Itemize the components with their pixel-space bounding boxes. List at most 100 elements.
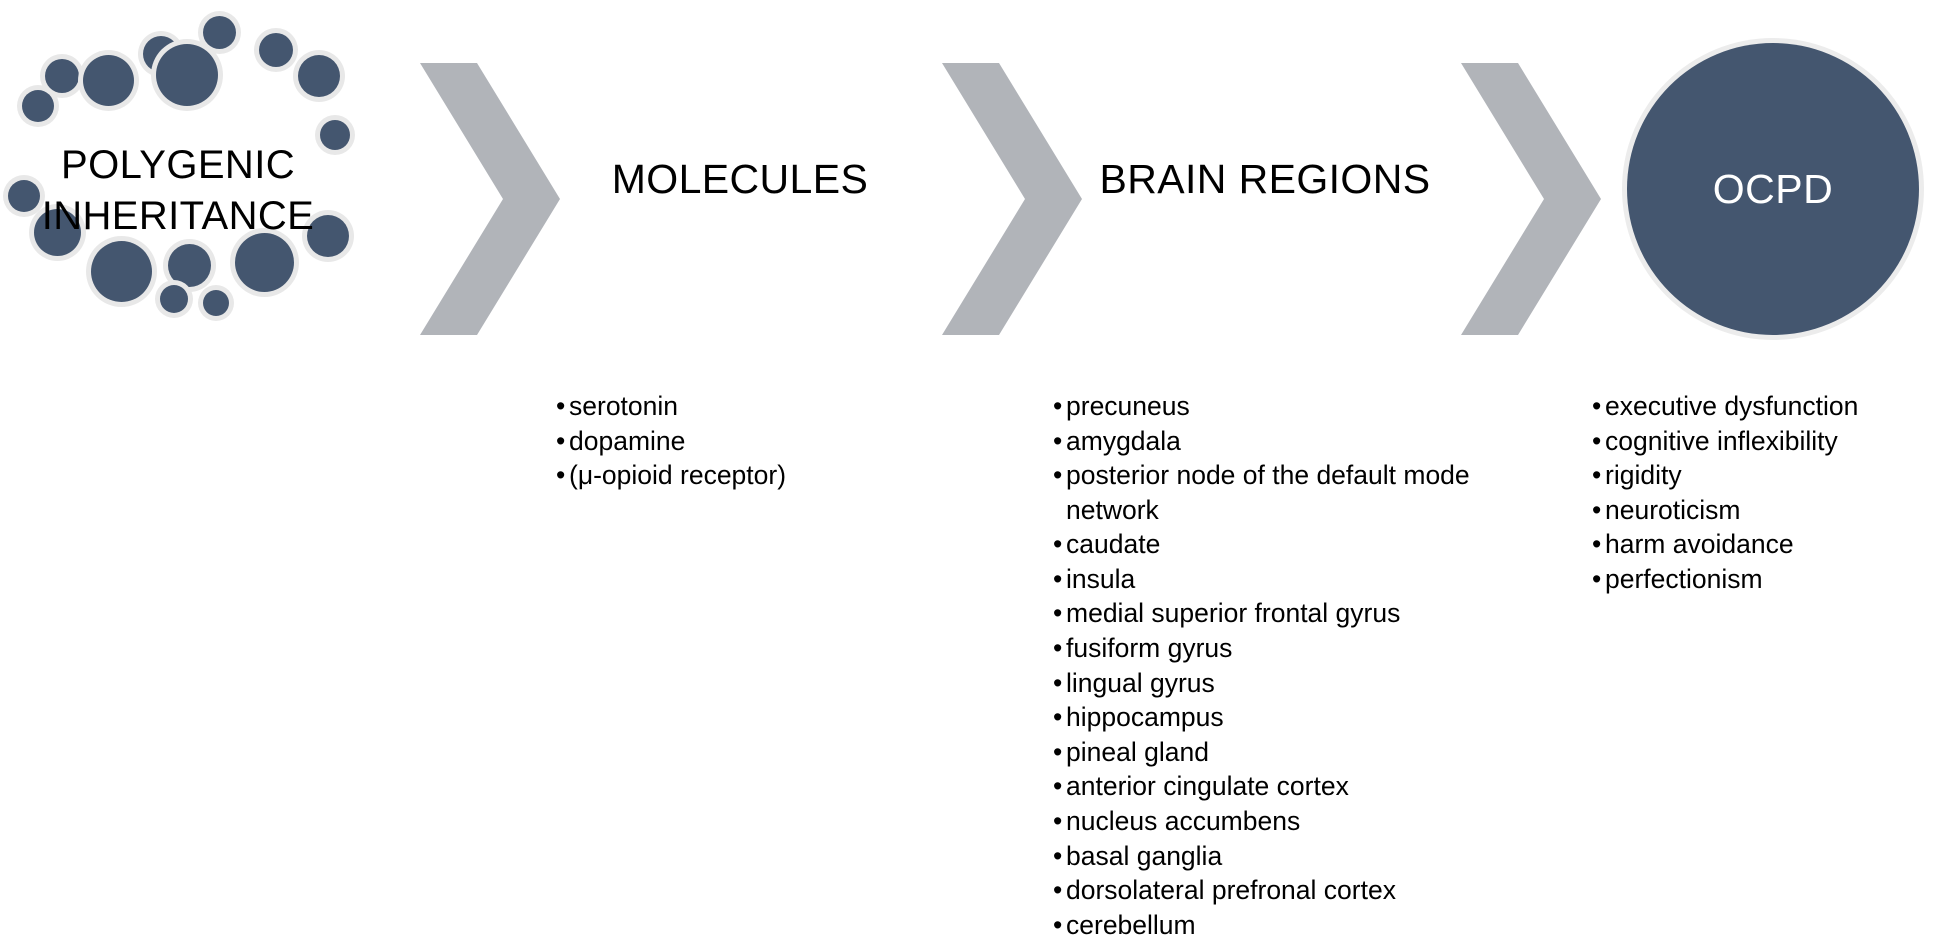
gene-dot — [156, 44, 218, 106]
bullet-point-icon: • — [1053, 633, 1063, 664]
brain-region-item-label: dorsolateral prefronal cortex — [1066, 875, 1396, 906]
gene-dot — [91, 241, 152, 302]
gene-cluster-icon — [0, 0, 430, 390]
bullet-point-icon: • — [1592, 529, 1602, 560]
bullet-point-icon: • — [1053, 805, 1063, 836]
brain-region-item-label: nucleus accumbens — [1066, 805, 1301, 836]
brain-region-item: •cerebellum — [1053, 908, 1473, 937]
gene-dot — [259, 33, 293, 67]
gene-dot — [235, 233, 294, 292]
brain-region-item: •lingual gyrus — [1053, 666, 1473, 701]
bullet-point-icon: • — [1053, 875, 1063, 906]
chevron-right-icon-1 — [420, 63, 560, 335]
gene-dot — [298, 55, 340, 97]
brain-region-item-label: fusiform gyrus — [1066, 633, 1233, 664]
brain-region-item-label: precuneus — [1066, 391, 1190, 421]
brain-region-item-label: caudate — [1066, 529, 1161, 560]
brain-region-item: •anterior cingulate cortex — [1053, 769, 1473, 804]
gene-dot — [307, 215, 349, 257]
brain-region-item-label: basal ganglia — [1066, 840, 1223, 871]
ocpd-trait-item-label: harm avoidance — [1605, 529, 1794, 560]
bullet-point-icon: • — [1592, 563, 1602, 594]
gene-dot — [168, 244, 211, 287]
stage-label-brain-regions: BRAIN REGIONS — [1099, 156, 1431, 202]
ocpd-trait-item-label: cognitive inflexibility — [1605, 425, 1838, 456]
brain-region-item: •posterior node of the default mode netw… — [1053, 458, 1473, 527]
ocpd-trait-item-label: rigidity — [1605, 460, 1682, 491]
bullet-point-icon: • — [1053, 460, 1063, 491]
bullet-point-icon: • — [556, 391, 566, 421]
brain-region-item-label: posterior node of the default mode netwo… — [1066, 460, 1470, 525]
bullet-point-icon: • — [1053, 598, 1063, 629]
gene-dot — [34, 209, 81, 256]
brain-region-item-label: cerebellum — [1066, 909, 1196, 937]
bullet-point-icon: • — [1053, 563, 1063, 594]
brain-region-item: •nucleus accumbens — [1053, 804, 1473, 839]
brain-region-item: •pineal gland — [1053, 735, 1473, 770]
bullet-point-icon: • — [1053, 771, 1063, 802]
brain-region-item-label: amygdala — [1066, 425, 1181, 456]
ocpd-bullet-list: •executive dysfunction•cognitive inflexi… — [1592, 389, 1932, 596]
gene-dot — [203, 16, 236, 49]
bullet-point-icon: • — [1053, 667, 1063, 698]
bullet-point-icon: • — [1592, 425, 1602, 456]
molecules-bullet-list: •serotonin•dopamine•(μ-opioid receptor) — [556, 389, 856, 493]
brain-region-item: •amygdala — [1053, 424, 1473, 459]
chevron-right-icon-2 — [942, 63, 1082, 335]
stage-label-molecules: MOLECULES — [611, 156, 869, 202]
brain-region-item-label: lingual gyrus — [1066, 667, 1215, 698]
bullet-point-icon: • — [1053, 702, 1063, 733]
bullet-point-icon: • — [1053, 736, 1063, 767]
bullet-point-icon: • — [1592, 391, 1602, 421]
bullet-point-icon: • — [1053, 529, 1063, 560]
brain-region-item: •precuneus — [1053, 389, 1473, 424]
ocpd-trait-item-label: perfectionism — [1605, 563, 1763, 594]
molecule-item-label: (μ-opioid receptor) — [569, 460, 787, 491]
ocpd-trait-item-label: neuroticism — [1605, 494, 1741, 525]
brain-region-item-label: hippocampus — [1066, 702, 1224, 733]
brain-region-item-label: medial superior frontal gyrus — [1066, 598, 1401, 629]
brain-region-item-label: insula — [1066, 563, 1136, 594]
brain-region-item: •medial superior frontal gyrus — [1053, 596, 1473, 631]
chevron-right-icon-3 — [1461, 63, 1601, 335]
molecule-item: •dopamine — [556, 424, 856, 459]
ocpd-trait-item: •cognitive inflexibility — [1592, 424, 1932, 459]
bullet-point-icon: • — [1592, 494, 1602, 525]
gene-dot — [203, 290, 229, 316]
brain-region-item: •dorsolateral prefronal cortex — [1053, 873, 1473, 908]
ocpd-trait-item: •neuroticism — [1592, 493, 1932, 528]
bullet-point-icon: • — [1053, 840, 1063, 871]
brain-region-item: •insula — [1053, 562, 1473, 597]
bullet-point-icon: • — [556, 425, 566, 456]
bullet-point-icon: • — [1053, 391, 1063, 421]
gene-dot — [45, 59, 79, 93]
brain-region-item: •fusiform gyrus — [1053, 631, 1473, 666]
ocpd-node: OCPD — [1627, 43, 1919, 335]
brain-region-item: •basal ganglia — [1053, 839, 1473, 874]
gene-dot — [22, 90, 54, 122]
molecule-item-label: dopamine — [569, 425, 686, 456]
gene-dot — [320, 120, 350, 150]
molecule-item-label: serotonin — [569, 391, 679, 421]
brain-regions-bullet-list: •precuneus•amygdala•posterior node of th… — [1053, 389, 1473, 937]
ocpd-trait-item: •perfectionism — [1592, 562, 1932, 597]
gene-dot — [160, 285, 188, 313]
gene-dot — [8, 180, 40, 212]
gene-dot — [83, 55, 134, 106]
stage-label-ocpd: OCPD — [1712, 165, 1834, 212]
brain-region-item-label: pineal gland — [1066, 736, 1209, 767]
brain-region-item: •caudate — [1053, 527, 1473, 562]
ocpd-trait-item: •rigidity — [1592, 458, 1932, 493]
bullet-point-icon: • — [556, 460, 566, 491]
brain-region-item-label: anterior cingulate cortex — [1066, 771, 1349, 802]
bullet-point-icon: • — [1592, 460, 1602, 491]
stage-label-polygenic-inheritance: POLYGENIC INHERITANCE — [41, 143, 315, 239]
ocpd-trait-item: •harm avoidance — [1592, 527, 1932, 562]
ocpd-trait-item-label: executive dysfunction — [1605, 391, 1859, 421]
molecule-item: •serotonin — [556, 389, 856, 424]
ocpd-trait-item: •executive dysfunction — [1592, 389, 1932, 424]
bullet-point-icon: • — [1053, 909, 1063, 937]
bullet-point-icon: • — [1053, 425, 1063, 456]
brain-region-item: •hippocampus — [1053, 700, 1473, 735]
